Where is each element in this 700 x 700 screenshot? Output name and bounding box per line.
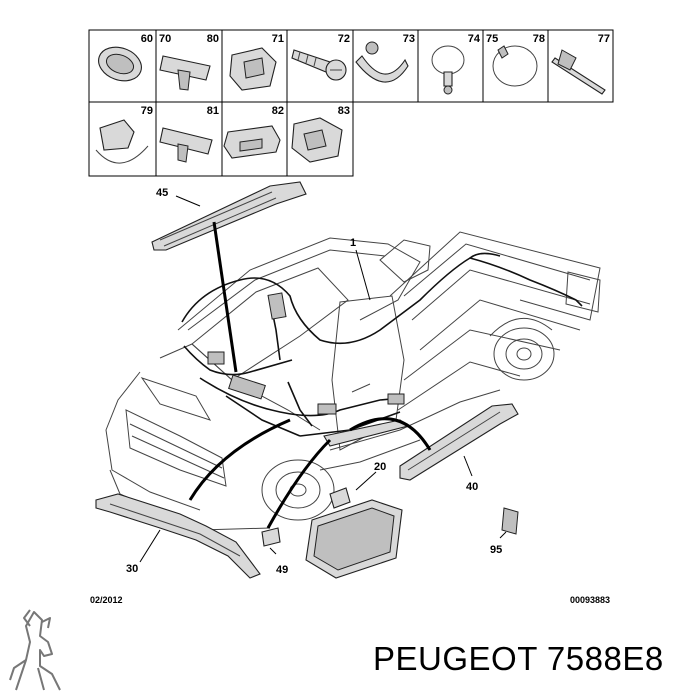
callout-1: 1	[350, 237, 356, 249]
part-number-70: 70	[159, 33, 171, 45]
part-number-80: 80	[207, 33, 219, 45]
part-number-78: 78	[533, 33, 545, 45]
wiring-harness	[181, 252, 583, 437]
peugeot-lion-logo	[9, 609, 61, 691]
grommet-part-icon	[98, 46, 142, 82]
ring-tie-part-icon	[492, 45, 538, 87]
callout-30: 30	[126, 563, 138, 575]
part-49-connector	[261, 438, 332, 555]
clip-strip-part-icon	[159, 55, 211, 91]
leader-line-1	[355, 249, 371, 301]
part-number-71: 71	[272, 33, 284, 45]
connector-clip-part-icon	[229, 47, 277, 91]
part-45-bracket	[151, 181, 307, 373]
callout-arc-40	[349, 417, 432, 451]
part-number-74: 74	[468, 33, 481, 45]
rear-wheel-icon	[489, 317, 555, 381]
clip-strip-long-part-icon	[159, 127, 213, 163]
callout-45: 45	[156, 187, 168, 199]
strap-clip-part-icon	[95, 119, 149, 164]
front-wheel-icon	[261, 459, 335, 521]
part-number-72: 72	[338, 33, 350, 45]
part-number-73: 73	[403, 33, 415, 45]
brand-part-number: PEUGEOT 7588E8	[373, 640, 664, 677]
callout-95: 95	[490, 544, 502, 556]
bracket-part-icon	[223, 125, 281, 159]
part-number-79: 79	[141, 105, 153, 117]
part-number-81: 81	[207, 105, 219, 117]
callout-40: 40	[466, 481, 478, 493]
diagram-doc-number: 00093883	[570, 595, 610, 605]
part-number-83: 83	[338, 105, 350, 117]
multi-clip-part-icon	[291, 117, 343, 163]
cable-tie-ring-part-icon	[431, 45, 465, 95]
part-number-82: 82	[272, 105, 284, 117]
part-20-tray	[305, 471, 403, 579]
callout-49: 49	[276, 564, 288, 576]
diagram-date: 02/2012	[90, 595, 123, 605]
part-30-bracket	[95, 418, 291, 579]
vehicle-outline	[105, 231, 601, 531]
screw-part-icon	[291, 49, 347, 81]
part-number-75: 75	[486, 33, 498, 45]
part-number-77: 77	[598, 33, 610, 45]
parts-grid: 60 70 80 71 72 73 74 75 78 77 79 81 82 8…	[88, 29, 614, 177]
part-number-60: 60	[141, 33, 153, 45]
cable-tie-part-icon	[551, 49, 606, 95]
callout-20: 20	[374, 461, 386, 473]
part-95-pad	[499, 507, 519, 539]
part-40-trim	[323, 403, 519, 481]
strap-clamp-part-icon	[355, 41, 409, 83]
